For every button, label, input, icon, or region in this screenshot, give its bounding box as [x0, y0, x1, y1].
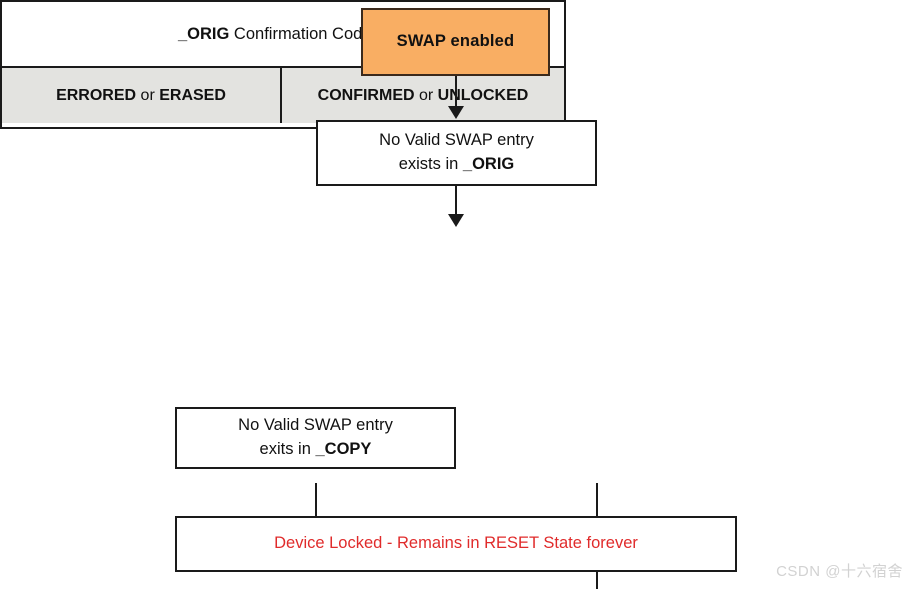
node-device-locked: Device Locked - Remains in RESET State f… [175, 516, 737, 572]
orig-entry-line2-prefix: exists in [398, 155, 463, 173]
node-device-locked-label: Device Locked - Remains in RESET State f… [274, 534, 638, 553]
copy-entry-line2-prefix: exits in [259, 440, 316, 458]
decision-option-right-text: CONFIRMED or UNLOCKED [318, 87, 529, 105]
node-no-valid-swap-entry-copy-label: No Valid SWAP entry exits in _COPY [228, 414, 403, 462]
arrowhead-icon [448, 214, 464, 227]
copy-entry-line2-bold: _COPY [315, 440, 372, 458]
node-no-valid-swap-entry-orig: No Valid SWAP entry exists in _ORIG [316, 120, 597, 186]
decision-option-left-conj: or [136, 86, 160, 104]
decision-header-bold: _ORIG [177, 24, 230, 43]
decision-option-left-text: ERRORED or ERASED [56, 87, 226, 105]
watermark: CSDN @十六宿舍 [776, 563, 903, 580]
decision-header-text: _ORIG Confirmation Code is [178, 25, 388, 44]
decision-option-right-bold1: CONFIRMED [317, 86, 415, 104]
decision-option-left-bold2: ERASED [159, 86, 226, 104]
decision-option-right-conj: or [414, 86, 438, 104]
node-swap-enabled-label: SWAP enabled [396, 32, 515, 51]
node-no-valid-swap-entry-orig-label: No Valid SWAP entry exists in _ORIG [369, 129, 544, 177]
decision-options-row: ERRORED or ERASED CONFIRMED or UNLOCKED [2, 66, 564, 123]
decision-header-rest: Confirmation Code is [229, 24, 388, 43]
edge-line [455, 186, 457, 216]
decision-option-errored-erased[interactable]: ERRORED or ERASED [2, 68, 280, 123]
node-no-valid-swap-entry-copy: No Valid SWAP entry exits in _COPY [175, 407, 456, 469]
copy-entry-line1: No Valid SWAP entry [238, 416, 393, 435]
orig-entry-line2-bold: _ORIG [462, 155, 515, 173]
node-swap-enabled: SWAP enabled [361, 8, 550, 76]
orig-entry-line1: No Valid SWAP entry [379, 131, 534, 150]
decision-option-right-bold2: UNLOCKED [437, 86, 529, 104]
decision-option-confirmed-unlocked[interactable]: CONFIRMED or UNLOCKED [280, 68, 564, 123]
decision-option-left-bold1: ERRORED [56, 86, 137, 104]
